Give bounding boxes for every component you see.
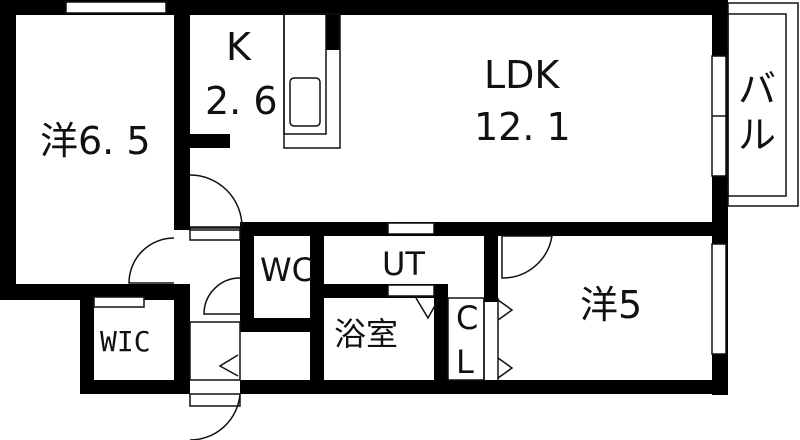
room-label-balcony-1: バ (738, 67, 777, 111)
room-label-wic: WIC (100, 325, 151, 358)
room-label-ut: UT (382, 245, 425, 283)
room-label-closet-2: L (456, 343, 474, 381)
room-label-balcony-2: ル (738, 113, 777, 157)
room-label-ldk: LDK (484, 53, 560, 97)
room-label-western-2: 洋5 (580, 283, 643, 327)
fixtures (65, 1, 799, 440)
room-label-western-1: 洋6. 5 (40, 119, 151, 163)
room-label-bathroom: 浴室 (334, 315, 399, 353)
room-label-wc: WC (260, 251, 314, 289)
room-label-kitchen: K (226, 25, 251, 69)
room-size-ldk: 12. 1 (474, 105, 571, 149)
room-size-kitchen: 2. 6 (205, 79, 278, 123)
room-label-closet-1: C (456, 299, 479, 337)
